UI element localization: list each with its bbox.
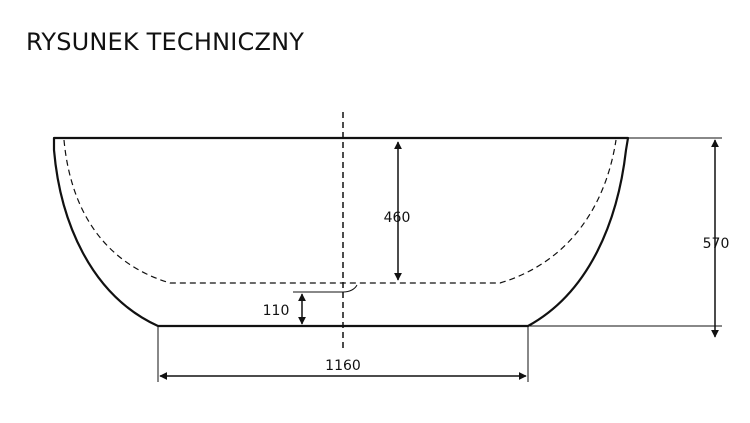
page-title: RYSUNEK TECHNICZNY	[26, 28, 305, 56]
inner-depth-label: 460	[384, 210, 411, 226]
drain-detail	[293, 284, 358, 293]
bathtub-inner-basin	[63, 139, 617, 284]
base-width-label: 1160	[325, 358, 361, 374]
total-height-label: 570	[703, 236, 730, 252]
bathtub-outline	[52, 136, 630, 328]
bottom-thickness-label: 110	[263, 303, 290, 319]
